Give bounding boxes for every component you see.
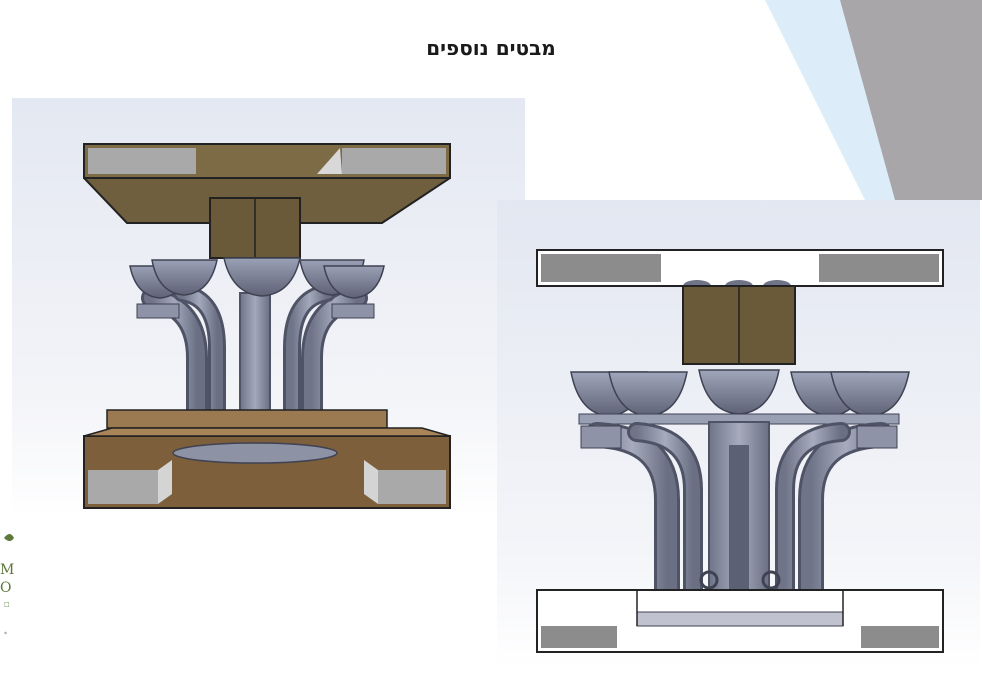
pipe-cluster <box>580 421 898 605</box>
svg-text:*: * <box>4 631 7 638</box>
top-platform <box>83 143 451 224</box>
top-platform <box>536 249 944 292</box>
center-block <box>209 197 301 259</box>
bowl-row <box>129 257 385 319</box>
center-block <box>682 285 796 365</box>
slide-title: מבטים נוספים <box>426 36 556 60</box>
svg-text:□: □ <box>4 601 10 608</box>
leaf-icon <box>4 534 14 541</box>
bottom-base <box>83 409 451 509</box>
gray-wedge <box>840 0 982 200</box>
svg-text:M: M <box>0 562 14 578</box>
render-front-view <box>497 200 980 670</box>
render-perspective-view <box>12 98 525 518</box>
svg-text:O: O <box>0 580 11 596</box>
bottom-base <box>536 589 944 653</box>
light-blue-wedge <box>765 0 900 200</box>
company-logo: M O □ * <box>0 534 14 638</box>
bowl-row <box>570 369 910 425</box>
